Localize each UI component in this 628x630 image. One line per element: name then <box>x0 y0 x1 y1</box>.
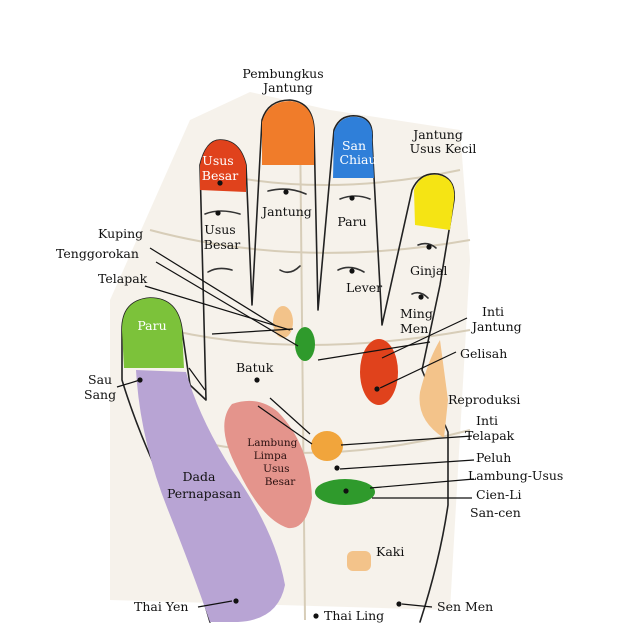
label-lambung-limpa: Lambung Limpa Usus Besar <box>247 437 301 488</box>
crease <box>279 265 301 274</box>
point-dot <box>349 268 355 274</box>
crease <box>411 291 429 299</box>
leader-line <box>155 261 299 347</box>
thumb-tip-paru <box>122 298 184 368</box>
leader-line <box>211 328 294 335</box>
leader-line <box>257 405 313 445</box>
label-kaki: Kaki <box>376 544 404 559</box>
region-dada-pernapasan <box>136 370 285 622</box>
region-reproduksi <box>419 340 448 438</box>
point-dot <box>334 465 340 471</box>
point-dot <box>343 488 349 494</box>
region-inti-jantung <box>360 339 398 405</box>
label-san-chiau: San Chiau <box>339 138 376 167</box>
point-dot <box>349 195 355 201</box>
label-usus-besar: Usus Besar <box>204 222 240 252</box>
leader-line <box>381 317 468 359</box>
point-dot <box>217 180 223 186</box>
label-jantung-usus-kecil: Jantung Usus Kecil <box>410 127 477 156</box>
crease <box>417 242 437 249</box>
fingertip-pembungkus-jantung <box>262 101 314 165</box>
label-ginjal: Ginjal <box>410 263 447 278</box>
region-tenggorokan-spot <box>295 327 315 361</box>
crease <box>339 195 371 200</box>
leader-line <box>401 603 433 608</box>
label-thai-yen: Thai Yen <box>134 599 188 614</box>
label-inti-telapak: Inti Telapak <box>465 413 515 443</box>
point-dot <box>313 613 319 619</box>
crease <box>337 266 365 273</box>
point-dot <box>418 294 424 300</box>
label-telapak: Telapak <box>98 271 148 286</box>
crease <box>267 188 307 195</box>
label-kuping: Kuping <box>98 226 143 241</box>
label-cien-li: Cien-Li <box>476 487 522 502</box>
label-thai-ling: Thai Ling <box>324 608 384 623</box>
leader-line <box>197 600 233 608</box>
paper-fold-line <box>299 119 306 621</box>
label-paru-thumb: Paru <box>137 318 166 333</box>
crease <box>204 210 241 215</box>
leader-line <box>369 478 475 489</box>
region-kaki <box>347 551 371 571</box>
label-usus-besar-tip: Usus Besar <box>202 153 238 183</box>
label-sau-sang: Sau Sang <box>84 372 116 402</box>
leader-line <box>188 367 206 391</box>
leader-line <box>339 459 475 470</box>
leader-line <box>379 351 457 389</box>
label-inti-jantung: Inti Jantung <box>470 304 522 334</box>
leader-line <box>116 379 141 388</box>
label-lambung-usus: Lambung-Usus <box>468 468 563 483</box>
label-sen-men: Sen Men <box>437 599 493 614</box>
leader-line <box>269 397 311 435</box>
label-jantung: Jantung <box>260 204 312 219</box>
point-dot <box>283 189 289 195</box>
paper-fold-line <box>149 229 471 254</box>
label-san-cen: San-cen <box>470 505 521 520</box>
label-lever: Lever <box>346 280 382 295</box>
fingertip-usus-besar <box>200 140 246 192</box>
point-dot <box>254 377 260 383</box>
fingertip-san-chiau <box>333 116 374 178</box>
label-tenggorokan: Tenggorokan <box>56 246 139 261</box>
label-reproduksi: Reproduksi <box>448 392 520 407</box>
label-dada-pernapasan: Dada Pernapasan <box>167 469 241 501</box>
region-inti-telapak-spot <box>311 431 343 461</box>
label-peluh: Peluh <box>476 450 511 465</box>
point-dot <box>426 244 432 250</box>
label-pembungkus-jantung: Pembungkus Jantung <box>242 66 327 95</box>
region-lambung-limpa <box>224 400 312 529</box>
point-dot <box>215 210 221 216</box>
crease <box>207 267 233 273</box>
point-dot <box>374 386 380 392</box>
label-batuk: Batuk <box>236 360 274 375</box>
point-dot <box>396 601 402 607</box>
leader-line <box>317 341 431 361</box>
label-gelisah: Gelisah <box>460 346 507 361</box>
label-paru-finger: Paru <box>337 214 366 229</box>
leader-line <box>340 435 473 446</box>
fingertip-jantung-usus-kecil <box>414 174 455 230</box>
leader-line <box>149 247 277 327</box>
leader-line <box>144 285 291 331</box>
label-ming-men: Ming Men <box>400 306 437 336</box>
point-dot <box>233 598 239 604</box>
